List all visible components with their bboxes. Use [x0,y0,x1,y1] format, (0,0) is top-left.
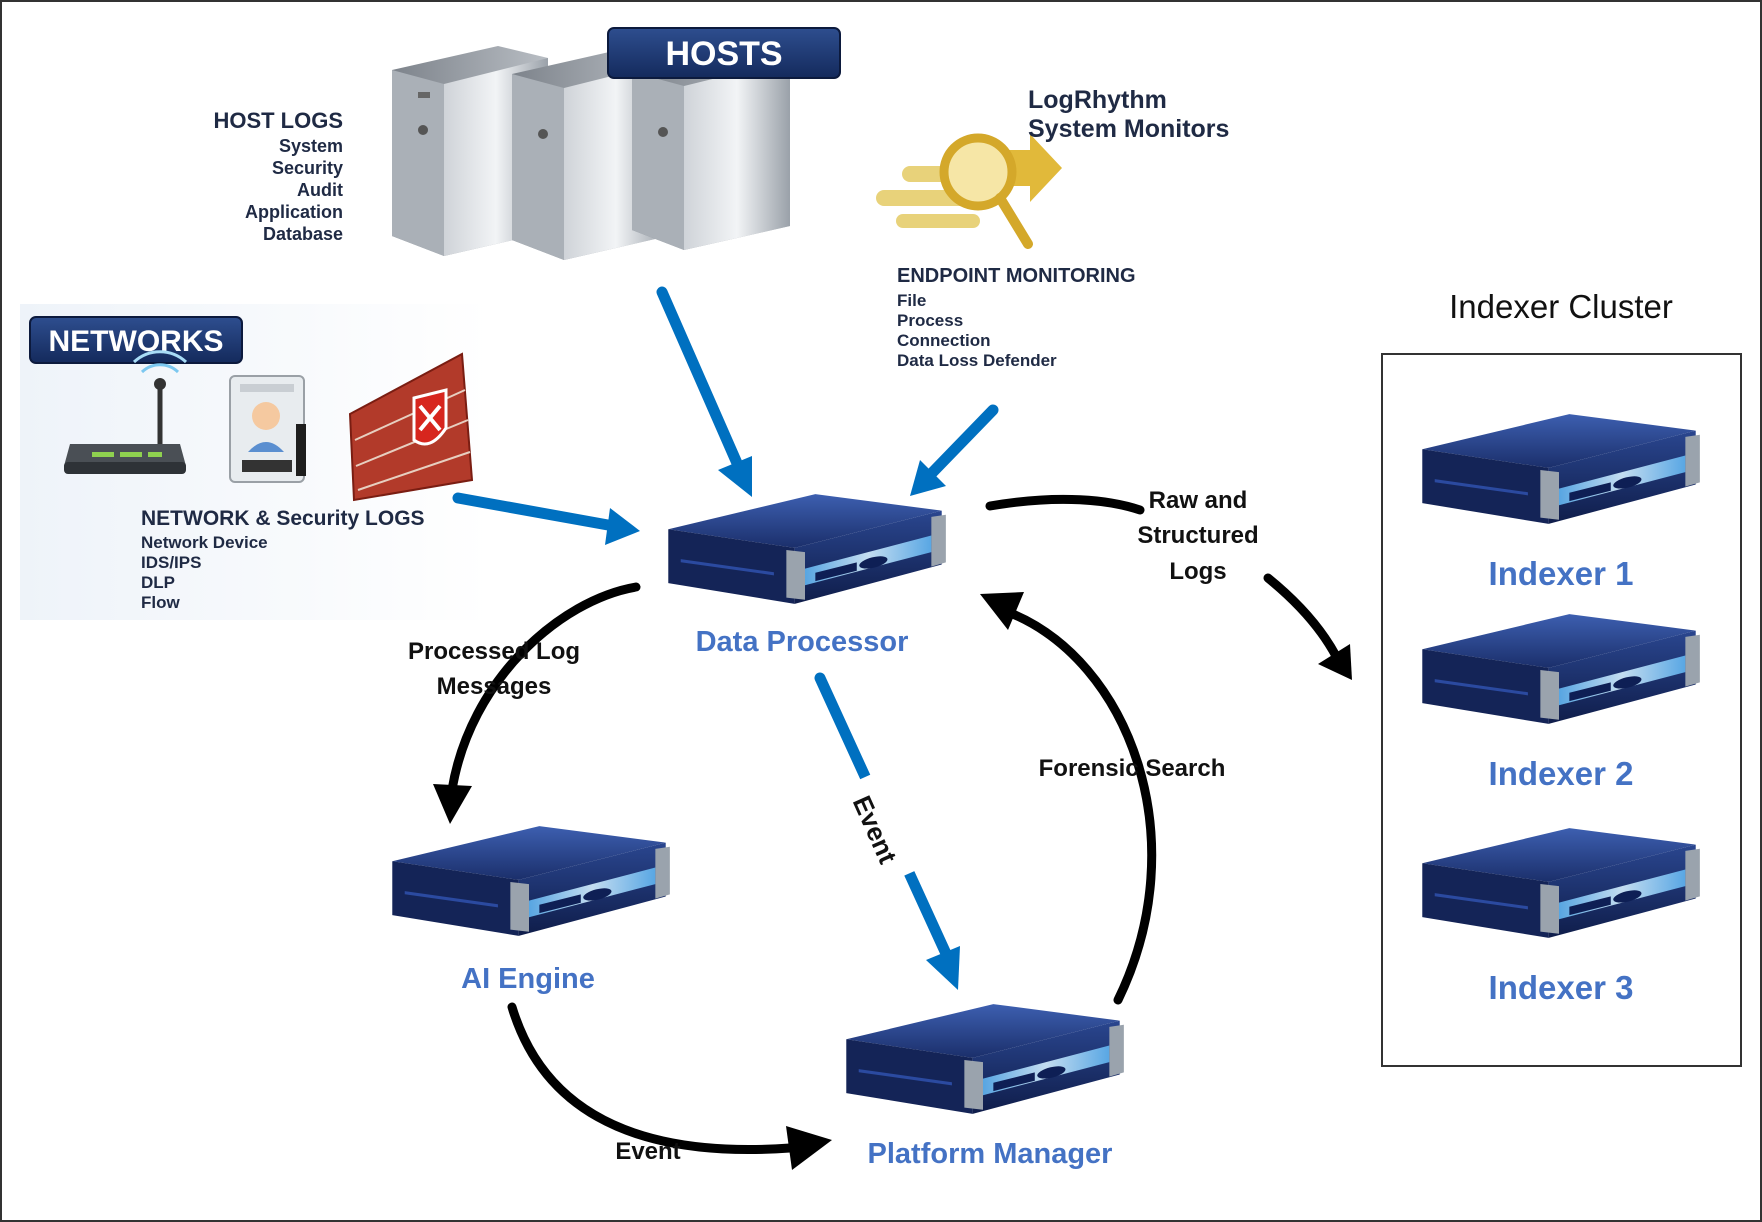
networks-group: NETWORKS NETWORK & Se [20,304,490,620]
router-icon [64,350,188,474]
data-processor-server-icon [668,494,946,604]
indexer-2-label: Indexer 2 [1489,755,1634,792]
event-label-bg [825,770,924,892]
arrow-monitors-to-data-processor [910,404,999,496]
network-log-item: Flow [141,593,180,612]
endpoint-monitoring-title: ENDPOINT MONITORING [897,265,1136,287]
arrow-hosts-to-data-processor [656,286,752,497]
indexer-cluster-box [1381,353,1742,1067]
platform-manager-node: Platform Manager [846,1004,1124,1170]
network-logs-list: Network Device IDS/IPS DLP Flow [141,533,268,612]
key-card-icon [229,375,306,483]
indexer-3-server-icon [1422,828,1700,938]
raw-logs-label-line3: Logs [1169,558,1226,585]
host-log-item: System [279,136,343,156]
raw-logs-label-line2: Structured [1137,522,1258,549]
arrow-event-ai-to-pm [507,1002,832,1170]
hosts-group: HOSTS HOST LOGS System Security Audit Ap… [213,27,841,260]
ai-engine-server-icon [392,826,670,936]
host-logs-title: HOST LOGS [213,108,343,133]
processed-label-line1: Processed Log [408,638,580,665]
monitors-title-line2: System Monitors [1028,115,1229,143]
indexer-2: Indexer 2 [1422,614,1700,792]
magnifier-arrow-icon [876,133,1062,249]
indexer-3: Indexer 3 [1422,828,1700,1006]
forensic-search-label: Forensic Search [1039,755,1226,782]
endpoint-item: Data Loss Defender [897,351,1057,370]
endpoint-item: Process [897,311,963,330]
indexer-cluster: Indexer Cluster Indexer 1 Indexer 2 Inde… [1381,288,1742,1067]
arrow-raw-structured-logs [985,494,1352,680]
arrow-forensic-search [980,592,1157,1005]
platform-manager-label: Platform Manager [868,1138,1113,1170]
processed-label-line2: Messages [437,673,552,700]
indexer-1-label: Indexer 1 [1489,555,1634,592]
server-tower-3 [632,48,790,250]
network-log-item: DLP [141,573,175,592]
host-log-item: Audit [297,180,343,200]
host-log-item: Application [245,202,343,222]
indexer-cluster-title: Indexer Cluster [1449,288,1673,325]
host-logs-list: System Security Audit Application Databa… [245,136,343,244]
network-logs-title: NETWORK & Security LOGS [141,507,425,530]
monitors-title-line1: LogRhythm [1028,86,1167,114]
arrow-networks-to-data-processor [452,492,640,545]
hosts-badge-text: HOSTS [665,35,782,73]
indexer-2-server-icon [1422,614,1700,724]
ai-engine-node: AI Engine [392,826,670,995]
platform-manager-server-icon [846,1004,1124,1114]
raw-logs-label-line1: Raw and [1149,487,1248,514]
indexer-1-server-icon [1422,414,1700,524]
endpoint-item: File [897,291,926,310]
system-monitors-group: LogRhythm System Monitors ENDPOINT MONIT… [876,86,1229,370]
endpoint-list: File Process Connection Data Loss Defend… [897,291,1057,370]
event-ai-pm-label: Event [615,1138,680,1165]
indexer-1: Indexer 1 [1422,414,1700,592]
input-arrows [452,286,999,545]
host-log-item: Database [263,224,343,244]
ai-engine-label: AI Engine [461,963,595,995]
networks-badge: NETWORKS [29,316,243,364]
indexer-3-label: Indexer 3 [1489,969,1634,1006]
host-log-item: Security [272,158,343,178]
edge-labels: Processed Log Messages Event Event Foren… [408,487,1259,1165]
firewall-icon [348,352,474,502]
network-log-item: Network Device [141,533,268,552]
network-log-item: IDS/IPS [141,553,201,572]
endpoint-item: Connection [897,331,991,350]
data-processor-label: Data Processor [696,626,909,658]
hosts-badge: HOSTS [607,27,841,79]
arrow-processed-log-messages [433,582,641,824]
networks-badge-text: NETWORKS [49,325,224,358]
data-processor-node: Data Processor [668,494,946,658]
